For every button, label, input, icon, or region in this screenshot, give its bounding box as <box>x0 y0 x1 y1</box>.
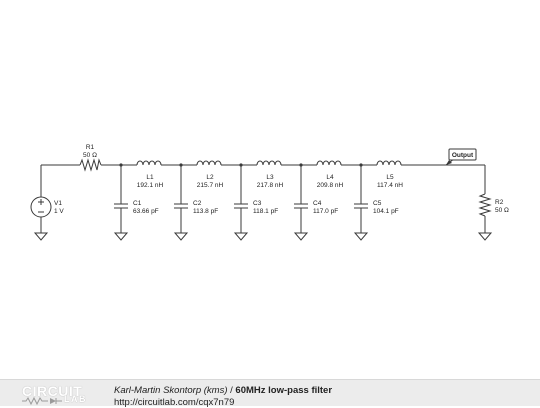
inductor-l2 <box>196 160 222 166</box>
r1-value: 50 Ω <box>83 152 97 159</box>
logo-word-bottom: LAB <box>64 394 87 404</box>
circuit-title: 60MHz low-pass filter <box>235 385 333 396</box>
inductor-l5 <box>376 160 402 166</box>
c4-name: C4 <box>313 200 322 207</box>
footer-bar: CIRCUIT LAB Karl-Martin Skontorp (kms) /… <box>0 379 540 408</box>
stage-2: L2 215.7 nH C2 113.8 pF <box>174 160 224 233</box>
ground-icon <box>353 232 369 241</box>
l3-value: 217.8 nH <box>257 182 284 189</box>
ground-symbols <box>33 232 493 241</box>
inductor-l1 <box>136 160 162 166</box>
voltage-source-v1 <box>30 196 52 218</box>
c3-value: 118.1 pF <box>253 208 278 215</box>
v1-name: V1 <box>54 200 62 207</box>
ground-icon <box>33 232 49 241</box>
inductor-l4 <box>316 160 342 166</box>
l1-value: 192.1 nH <box>137 182 164 189</box>
l2-name: L2 <box>206 174 214 181</box>
logo-word-top: CIRCUIT <box>22 383 83 399</box>
c5-value: 104.1 pF <box>373 208 399 215</box>
stage-4: L4 209.8 nH C4 117.0 pF <box>294 160 344 233</box>
v1-value: 1 V <box>54 208 64 215</box>
circuitlab-logo: CIRCUIT LAB <box>22 383 102 405</box>
schematic-diagram: V1 1 V R1 50 Ω R2 50 Ω L1 192.1 nH C1 63… <box>30 144 509 241</box>
c5-name: C5 <box>373 200 382 207</box>
l4-name: L4 <box>326 174 334 181</box>
output-probe: Output <box>445 148 477 166</box>
c2-name: C2 <box>193 200 202 207</box>
stage-5: L5 117.4 nH C5 104.1 pF <box>354 160 403 233</box>
inductor-l3 <box>256 160 282 166</box>
circuit-url-link[interactable]: http://circuitlab.com/cqx7n79 <box>114 397 235 408</box>
stage-3: L3 217.8 nH C3 118.1 pF <box>234 160 284 233</box>
l5-value: 117.4 nH <box>377 182 403 189</box>
stage-1: L1 192.1 nH C1 63.66 pF <box>114 160 164 233</box>
c3-name: C3 <box>253 200 262 207</box>
ground-icon <box>293 232 309 241</box>
logo-squiggle-icon <box>22 397 62 405</box>
credit-line: Karl-Martin Skontorp (kms) / 60MHz low-p… <box>114 385 332 396</box>
ground-icon <box>173 232 189 241</box>
resistor-r1 <box>79 158 102 172</box>
ground-icon <box>113 232 129 241</box>
author-name: Karl-Martin Skontorp (kms) <box>114 385 228 396</box>
c1-value: 63.66 pF <box>133 208 159 215</box>
c1-name: C1 <box>133 200 142 207</box>
ground-icon <box>477 232 493 241</box>
c4-value: 117.0 pF <box>313 208 338 215</box>
main-wire <box>40 164 486 233</box>
l5-name: L5 <box>386 174 394 181</box>
output-label: Output <box>452 152 474 159</box>
resistor-r2 <box>478 193 492 217</box>
l1-name: L1 <box>146 174 154 181</box>
l4-value: 209.8 nH <box>317 182 344 189</box>
r1-name: R1 <box>86 144 95 151</box>
l2-value: 215.7 nH <box>197 182 224 189</box>
c2-value: 113.8 pF <box>193 208 218 215</box>
r2-value: 50 Ω <box>495 207 509 214</box>
credit-separator: / <box>227 385 236 396</box>
r2-name: R2 <box>495 199 504 206</box>
ground-icon <box>233 232 249 241</box>
l3-name: L3 <box>266 174 274 181</box>
